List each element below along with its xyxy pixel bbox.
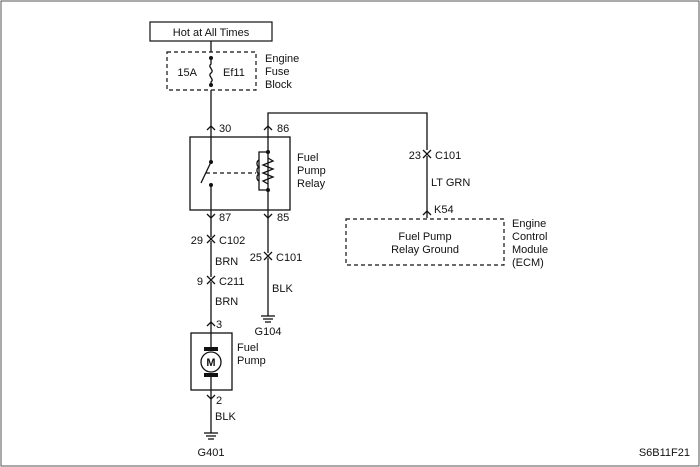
pump-brush-top (204, 347, 218, 351)
c102-icon-lower (206, 238, 216, 244)
wire-color-brn-1: BRN (215, 256, 238, 268)
wire-color-brn-2: BRN (215, 296, 238, 308)
relay-coil-bypass (258, 151, 268, 191)
ecm-label-1: Engine (512, 218, 546, 230)
relay-resistor-icon (261, 157, 275, 185)
pump-pin-bottom: 2 (216, 395, 222, 407)
c102-name: C102 (219, 235, 245, 247)
relay-pin-85: 85 (277, 212, 289, 224)
figure-id: S6B11F21 (639, 447, 690, 459)
pump-label-2: Pump (237, 355, 266, 367)
ecm-label-2: Control (512, 231, 547, 243)
pin30-arrow (206, 125, 216, 131)
c101-ecm-pin: 23 (409, 150, 421, 162)
c101-pump-name: C101 (276, 252, 302, 264)
motor-symbol: M (206, 357, 215, 369)
ecm-label-4: (ECM) (512, 257, 544, 269)
fuse-id: Ef11 (223, 67, 245, 79)
wire-color-blk-pump: BLK (215, 411, 236, 423)
relay-pin-30: 30 (219, 123, 231, 135)
relay-label-3: Relay (297, 178, 326, 190)
pump-brush-bottom (204, 373, 218, 377)
pin87-arrow (206, 213, 216, 219)
ecm-pin-arrow (422, 210, 432, 216)
pin85-arrow (263, 213, 273, 219)
fuse-rating: 15A (177, 67, 197, 79)
ecm-inner-label-1: Fuel Pump (398, 231, 451, 243)
wire-color-lt-grn: LT GRN (431, 177, 470, 189)
pin86-arrow (263, 125, 273, 131)
fuse-top-dot (209, 56, 213, 60)
c211-pin: 9 (197, 276, 203, 288)
relay-label-2: Pump (297, 165, 326, 177)
wire-86-ecm (267, 112, 428, 150)
ecm-pin: K54 (434, 204, 454, 216)
c211-icon-lower (206, 279, 216, 285)
ground-g401: G401 (198, 447, 225, 459)
ecm-box (345, 218, 505, 266)
power-source-label: Hot at All Times (173, 27, 250, 39)
fuse-element-icon (209, 60, 213, 84)
ground-g104: G104 (255, 326, 282, 338)
pump-top-arrow (206, 321, 216, 327)
c101-pump-pin: 25 (250, 252, 262, 264)
c101-ecm-name: C101 (435, 150, 461, 162)
c101-ecm-icon-lower (422, 153, 432, 159)
c102-pin: 29 (191, 235, 203, 247)
fuse-bottom-dot (209, 83, 213, 87)
relay-pin-87: 87 (219, 212, 231, 224)
relay-label-1: Fuel (297, 152, 318, 164)
fuse-block-label-3: Block (265, 79, 292, 91)
relay-pin-86: 86 (277, 123, 289, 135)
pump-label-1: Fuel (237, 342, 258, 354)
pump-pin-top: 3 (216, 319, 222, 331)
relay-coil-icon (256, 159, 261, 182)
c211-name: C211 (219, 276, 244, 288)
fuse-block-label-1: Engine (265, 53, 299, 65)
ecm-label-3: Module (512, 244, 548, 256)
motor-icon (200, 351, 222, 373)
wire-color-blk-relay: BLK (272, 283, 293, 295)
pump-bottom-arrow (206, 394, 216, 400)
fuse-block-label-2: Fuse (265, 66, 289, 78)
ecm-inner-label-2: Relay Ground (391, 244, 459, 256)
c101-pump-icon-lower (263, 255, 273, 261)
